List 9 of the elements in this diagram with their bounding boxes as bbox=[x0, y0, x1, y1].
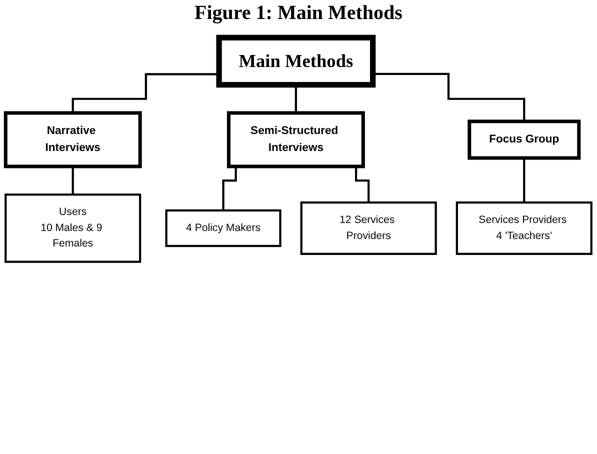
node-box: Semi-Structured Interviews bbox=[226, 111, 365, 168]
figure-title: Figure 1: Main Methods bbox=[194, 2, 402, 24]
node-box: Users 10 Males & 9 Females bbox=[4, 194, 142, 263]
node-box: 4 Policy Makers bbox=[165, 209, 282, 248]
node-box: Focus Group bbox=[468, 120, 581, 160]
node-box: Services Providers 4 'Teachers' bbox=[456, 201, 592, 255]
node-box: Main Methods bbox=[216, 34, 376, 88]
node-box: 12 Services Providers bbox=[300, 201, 437, 255]
node-box: Narrative Interviews bbox=[4, 111, 142, 168]
